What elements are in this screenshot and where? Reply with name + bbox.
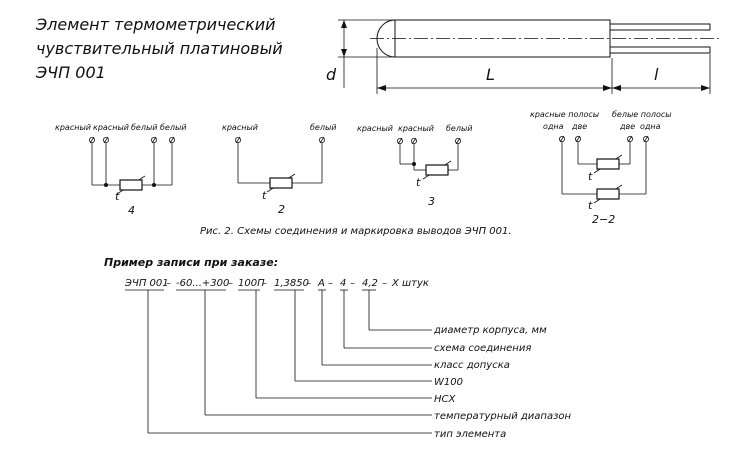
- scheme-2-2: красные полосы белые полосы одна две две…: [530, 110, 672, 226]
- code-w100: 1,3850: [274, 278, 309, 289]
- scheme-2: красный белый t 2: [222, 123, 336, 216]
- scheme-22-sub-2: две: [571, 122, 587, 131]
- scheme-4-node-left: [104, 183, 108, 187]
- scheme-4-node-right: [152, 183, 156, 187]
- dim-L-arrow-left: [377, 85, 386, 91]
- code-type: ЭЧП 001: [124, 278, 169, 289]
- scheme-22-sub-4: одна: [640, 122, 661, 131]
- figure-caption: Рис. 2. Схемы соединения и маркировка вы…: [200, 226, 512, 237]
- title-line-1: Элемент термометрический: [35, 15, 276, 34]
- code-sep-6: –: [350, 278, 355, 289]
- dim-l-arrow-right: [701, 85, 710, 91]
- lead-wire-bottom: [609, 46, 711, 54]
- dim-L-label: L: [486, 65, 495, 84]
- scheme-22-t-inner: t: [588, 170, 593, 183]
- scheme-2-lead-1: красный: [222, 123, 258, 132]
- label-diameter: диаметр корпуса, мм: [433, 325, 547, 336]
- dim-d-arrow-bottom: [341, 49, 347, 57]
- scheme-3-node: [412, 162, 416, 166]
- scheme-3-lead-1: красный: [357, 124, 393, 133]
- dim-d-label: d: [326, 65, 337, 84]
- dim-d-arrow-top: [341, 20, 347, 28]
- scheme-22-resistor-inner: [596, 158, 620, 170]
- scheme-22-number: 2−2: [592, 213, 615, 226]
- dim-L-arrow-right: [603, 85, 612, 91]
- dim-l-label: l: [654, 65, 659, 84]
- lead-wire-top: [609, 23, 711, 31]
- scheme-4-lead-2: красный: [93, 123, 129, 132]
- scheme-4-lead-1: красный: [55, 123, 91, 132]
- order-labels: диаметр корпуса, мм схема соединения кла…: [433, 325, 572, 440]
- code-sep-1: –: [166, 278, 171, 289]
- code-nsx: 100П: [238, 278, 265, 289]
- label-scheme: схема соединения: [434, 343, 531, 354]
- order-code: ЭЧП 001 – -60...+300 – 100П – 1,3850 – А…: [124, 278, 429, 289]
- dim-l-arrow-left: [612, 85, 621, 91]
- scheme-3: красный красный белый t 3: [357, 124, 472, 208]
- code-diameter: 4,2: [362, 278, 378, 289]
- scheme-22-group-right: белые полосы: [612, 110, 672, 119]
- order-leaders: [125, 289, 432, 434]
- title-line-2: чувствительный платиновый: [36, 39, 283, 58]
- scheme-4-lead-4: белый: [160, 123, 186, 132]
- scheme-22-group-left: красные полосы: [530, 110, 599, 119]
- sensor-drawing: d L l: [326, 19, 720, 94]
- code-scheme: 4: [340, 278, 346, 289]
- code-sep-2: –: [228, 278, 233, 289]
- label-range: температурный диапазон: [434, 411, 572, 422]
- scheme-22-t-outer: t: [588, 199, 593, 212]
- scheme-4-lead-3: белый: [131, 123, 157, 132]
- scheme-2-number: 2: [278, 203, 285, 216]
- scheme-22-sub-3: две: [619, 122, 635, 131]
- code-sep-4: –: [306, 278, 311, 289]
- scheme-3-lead-3: белый: [446, 124, 472, 133]
- scheme-2-lead-2: белый: [310, 123, 336, 132]
- label-class: класс допуска: [434, 360, 510, 371]
- scheme-4-number: 4: [128, 204, 135, 217]
- scheme-4-resistor: [119, 179, 143, 191]
- code-sep-3: –: [262, 278, 267, 289]
- scheme-22-sub-1: одна: [543, 122, 564, 131]
- scheme-22-resistor-outer: [596, 188, 620, 200]
- scheme-3-lead-2: красный: [398, 124, 434, 133]
- scheme-2-t: t: [262, 189, 267, 202]
- code-sep-7: –: [382, 278, 387, 289]
- scheme-2-resistor: [269, 177, 293, 189]
- code-range: -60...+300: [176, 278, 229, 289]
- scheme-4-t: t: [115, 190, 120, 203]
- code-class: А: [317, 278, 325, 289]
- code-quantity: Х штук: [391, 278, 429, 289]
- scheme-3-t: t: [416, 176, 421, 189]
- order-heading: Пример записи при заказе:: [104, 256, 278, 269]
- label-type: тип элемента: [434, 429, 506, 440]
- label-w100: W100: [434, 377, 463, 388]
- scheme-3-resistor: [425, 164, 449, 176]
- scheme-4: красный красный белый белый t 4: [55, 123, 186, 217]
- code-sep-5: –: [328, 278, 333, 289]
- label-nsx: НСХ: [434, 394, 457, 405]
- scheme-3-number: 3: [428, 195, 435, 208]
- title-line-3: ЭЧП 001: [35, 63, 106, 82]
